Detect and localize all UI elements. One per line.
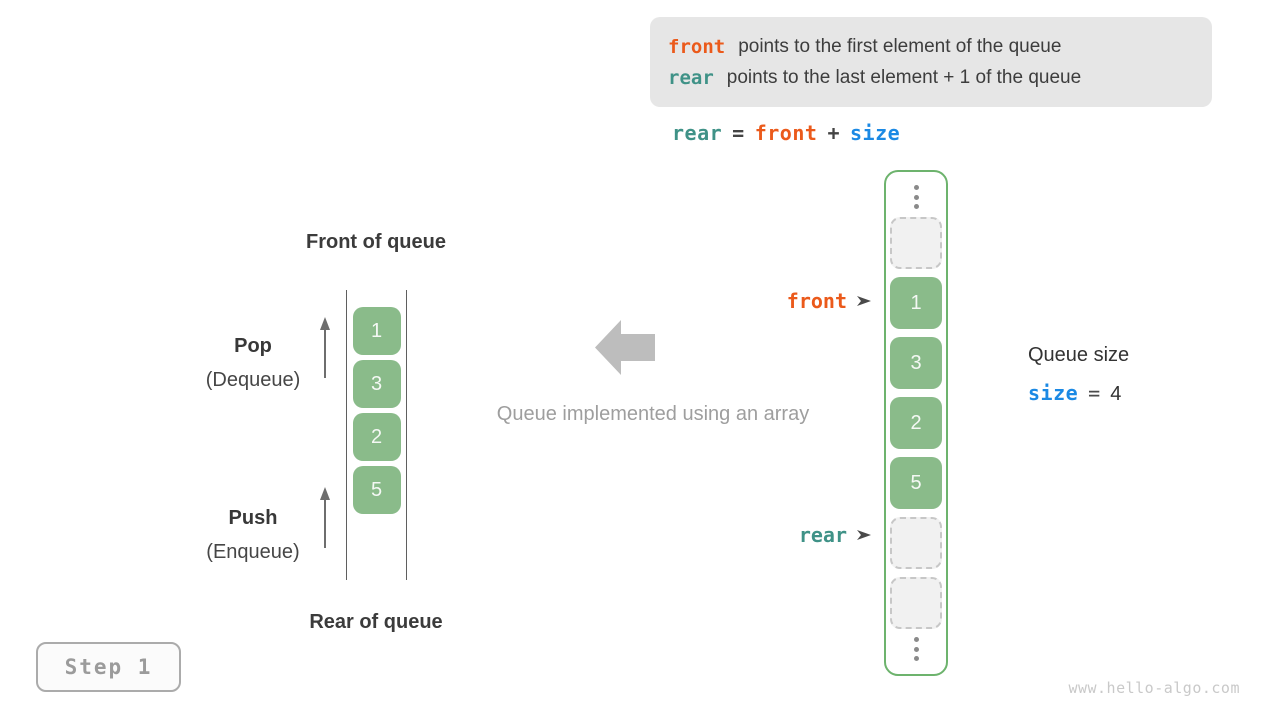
push-title: Push [228, 507, 278, 529]
queue-size-equation: size = 4 [1028, 381, 1121, 406]
push-subtitle: (Enqueue) [206, 541, 300, 563]
front-pointer-label: front [786, 289, 847, 313]
pop-title: Pop [234, 335, 272, 357]
array-cell-empty [890, 517, 942, 569]
vertical-ellipsis-icon [913, 185, 919, 209]
center-caption: Queue implemented using an array [496, 403, 810, 425]
front-keyword: front [668, 35, 726, 58]
queue-cell: 3 [352, 360, 401, 408]
rear-keyword: rear [668, 66, 714, 89]
array-cell-empty [890, 577, 942, 629]
watermark: www.hello-algo.com [1068, 679, 1240, 697]
front-pointer: front [696, 289, 872, 313]
front-of-queue-label: Front of queue [306, 231, 446, 253]
array-cell: 3 [890, 337, 942, 389]
size-value: 4 [1110, 383, 1122, 405]
push-label: Push (Enqueue) [168, 506, 338, 564]
queue-cell: 2 [352, 413, 401, 461]
rear-pointer: rear [696, 523, 872, 547]
array-cell-empty [890, 217, 942, 269]
queue-channel: 1 3 2 5 [346, 290, 407, 580]
pop-up-arrow-icon [318, 317, 332, 379]
array-cell: 1 [890, 277, 942, 329]
size-equals: = [1088, 381, 1101, 405]
push-up-arrow-icon [318, 487, 332, 549]
formula-plus: + [827, 121, 840, 145]
front-definition-text: points to the first element of the queue [738, 35, 1062, 57]
pointer-arrow-icon [857, 530, 871, 540]
step-badge: Step 1 [36, 642, 181, 692]
queue-cell: 5 [352, 466, 401, 514]
pop-label: Pop (Dequeue) [168, 334, 338, 392]
formula-front: front [754, 121, 818, 145]
array-cell: 5 [890, 457, 942, 509]
formula-rear: rear [672, 121, 723, 145]
array-container: 1 3 2 5 [884, 170, 948, 676]
pointer-definitions-box: front points to the first element of the… [650, 17, 1212, 107]
rear-definition-line: rear points to the last element + 1 of t… [668, 67, 1212, 89]
pointer-arrow-icon [857, 296, 871, 306]
queue-cell: 1 [352, 307, 401, 355]
rear-pointer-label: rear [798, 523, 847, 547]
array-cell: 2 [890, 397, 942, 449]
rear-of-queue-label: Rear of queue [309, 611, 443, 633]
vertical-ellipsis-icon [913, 637, 919, 661]
formula-equals: = [732, 121, 745, 145]
formula-size: size [849, 121, 901, 145]
front-definition-line: front points to the first element of the… [668, 36, 1212, 58]
rear-formula: rear = front + size [672, 121, 900, 145]
rear-definition-text: points to the last element + 1 of the qu… [726, 66, 1082, 88]
size-variable: size [1028, 381, 1079, 405]
queue-size-title: Queue size [1028, 344, 1130, 366]
left-block-arrow-icon [595, 320, 655, 380]
pop-subtitle: (Dequeue) [205, 369, 301, 391]
